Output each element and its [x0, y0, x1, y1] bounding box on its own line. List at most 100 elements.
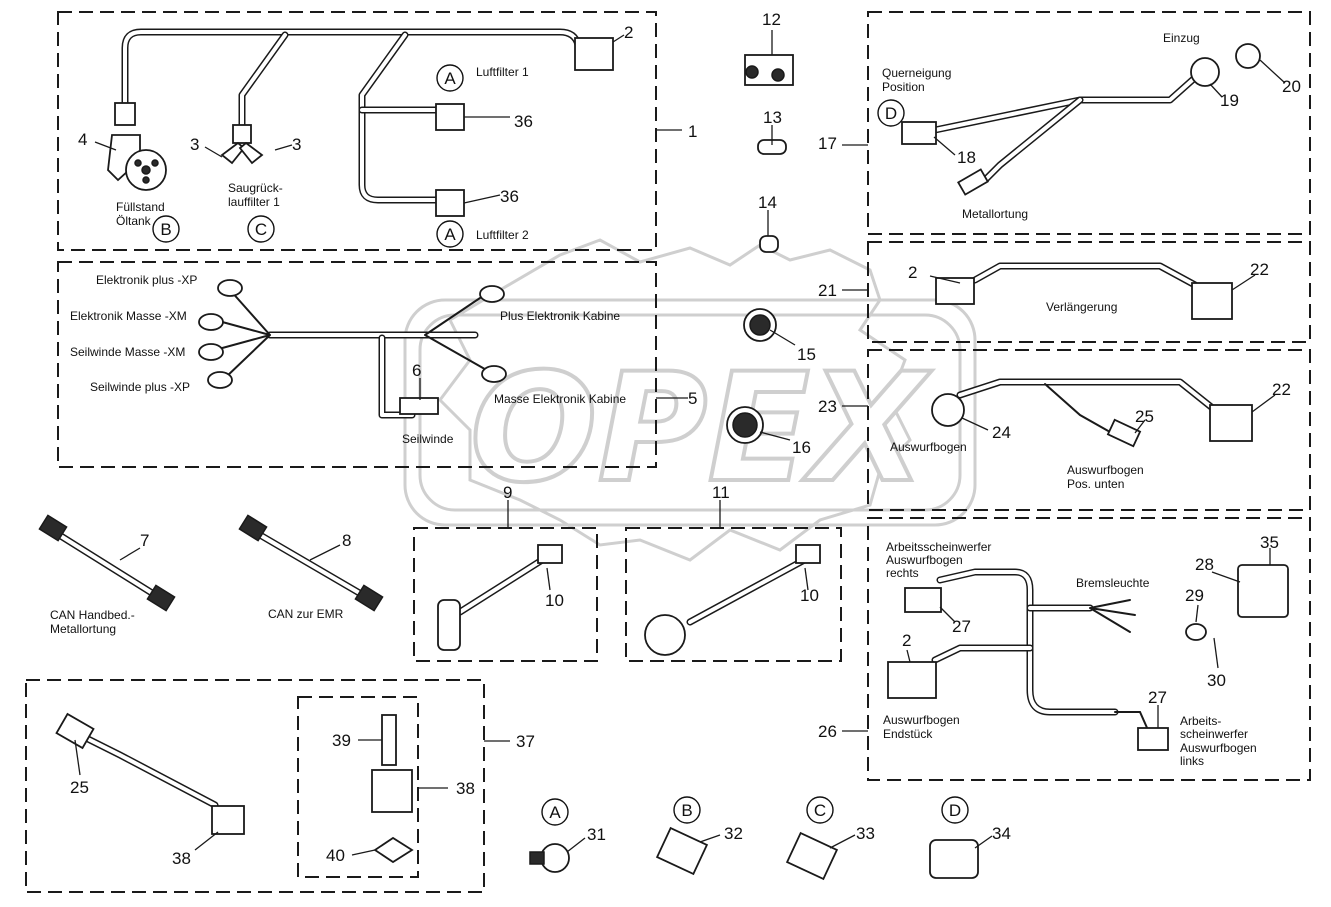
sleeve-3-icon — [232, 124, 252, 144]
callout-22: 22 — [1250, 260, 1269, 279]
valve-connector-38-icon — [211, 805, 245, 835]
callout-14: 14 — [758, 193, 777, 212]
callout-27: 27 — [1148, 688, 1167, 707]
label-seilwinde: Seilwinde — [402, 432, 454, 446]
label-luftfilter-1: Luftfilter 1 — [476, 65, 529, 79]
connector-2-icon — [574, 37, 614, 71]
label-masse-elektronik-kabine: Masse Elektronik Kabine — [494, 392, 626, 406]
harness-17 — [901, 43, 1261, 196]
label-arbeits: Arbeits- — [1180, 714, 1221, 728]
label-rechts: rechts — [886, 566, 919, 580]
callout-18: 18 — [957, 148, 976, 167]
group-box-9 — [413, 527, 598, 662]
connector-25-icon — [55, 712, 95, 750]
label-metallortung: Metallortung — [50, 622, 116, 636]
label-auswurfbogen-endstueck: Auswurfbogen — [883, 713, 960, 727]
text-labels: Luftfilter 1 Luftfilter 2 Füllstand Ölta… — [50, 31, 1257, 768]
callout-15: 15 — [797, 345, 816, 364]
label-einzug: Einzug — [1163, 31, 1200, 45]
label-luftfilter-2: Luftfilter 2 — [476, 228, 529, 242]
harness-5 — [198, 279, 507, 419]
callout-32: 32 — [724, 824, 743, 843]
callout-38: 38 — [172, 849, 191, 868]
callout-23: 23 — [818, 397, 837, 416]
callout-9: 9 — [503, 483, 512, 502]
callout-2: 2 — [908, 263, 917, 282]
ring-terminal-icon — [481, 365, 507, 383]
group-box-1 — [57, 11, 657, 251]
callout-31: 31 — [587, 825, 606, 844]
label-fuellstand: Füllstand — [116, 200, 165, 214]
group-box-5 — [57, 261, 657, 468]
label-position: Position — [882, 80, 925, 94]
cap-20-icon — [1235, 43, 1261, 69]
sensor-31-icon — [540, 843, 570, 873]
harness-21 — [935, 262, 1233, 320]
label-auswurfbogen-pos: Auswurfbogen — [1067, 463, 1144, 477]
lamp-35-icon — [1237, 564, 1289, 618]
label-scheinwerfer: scheinwerfer — [1180, 727, 1248, 741]
clip-14-icon — [759, 235, 779, 253]
callout-12: 12 — [762, 10, 781, 29]
leader-lines — [74, 30, 1286, 856]
label-endstueck: Endstück — [883, 727, 933, 741]
terminal-3-right-icon — [238, 141, 264, 165]
label-verlaengerung: Verlängerung — [1046, 300, 1117, 314]
group-box-11 — [625, 527, 842, 662]
callout-36: 36 — [514, 112, 533, 131]
group-box-26 — [867, 517, 1311, 781]
callout-7: 7 — [140, 531, 149, 550]
callout-10: 10 — [800, 586, 819, 605]
label-seilwinde-masse-xm: Seilwinde Masse -XM — [70, 345, 185, 359]
callout-22: 22 — [1272, 380, 1291, 399]
valve-connector-38-icon — [371, 769, 413, 813]
small-parts — [726, 54, 794, 444]
sensor-connector-icon — [957, 168, 989, 196]
ring-terminal-icon — [479, 285, 505, 303]
label-links: links — [1180, 754, 1204, 768]
group-box-23 — [867, 349, 1311, 511]
angle-connector-icon — [437, 599, 461, 651]
connector-36-bottom-icon — [435, 189, 465, 217]
label-seilwinde-plus-xp: Seilwinde plus -XP — [90, 380, 190, 394]
callout-24: 24 — [992, 423, 1011, 442]
valve-parts — [371, 714, 414, 864]
bulb-29-icon — [1185, 623, 1207, 641]
watermark: OPEX — [403, 238, 977, 562]
sensor-32-icon — [655, 826, 709, 876]
watermark-text: OPEX — [470, 342, 932, 516]
callout-36: 36 — [500, 187, 519, 206]
callout-27: 27 — [952, 617, 971, 636]
callout-5: 5 — [688, 389, 697, 408]
callout-25: 25 — [70, 778, 89, 797]
label-can-zur-emr: CAN zur EMR — [268, 607, 344, 621]
screw-39-icon — [381, 714, 397, 766]
connector-10-icon — [795, 544, 821, 564]
callout-6: 6 — [412, 361, 421, 380]
marker-A: A — [549, 803, 561, 822]
callout-37: 37 — [516, 732, 535, 751]
harness-26 — [887, 564, 1289, 751]
harness-23 — [931, 378, 1253, 448]
marker-D: D — [885, 104, 897, 123]
connector-10-icon — [537, 544, 563, 564]
callout-26: 26 — [818, 722, 837, 741]
connector-6-icon — [399, 397, 439, 415]
terminal-3-left-icon — [220, 141, 246, 165]
label-plus-elektronik-kabine: Plus Elektronik Kabine — [500, 309, 620, 323]
callout-25: 25 — [1135, 407, 1154, 426]
label-auswurfbogen-rechts-1: Auswurfbogen — [886, 553, 963, 567]
callout-2: 2 — [902, 631, 911, 650]
callout-3: 3 — [190, 135, 199, 154]
callout-13: 13 — [763, 108, 782, 127]
label-auswurfbogen: Auswurfbogen — [890, 440, 967, 454]
sensor-34-icon — [929, 839, 979, 879]
sensors — [529, 826, 979, 881]
callout-3: 3 — [292, 135, 301, 154]
marker-A: A — [444, 225, 456, 244]
gasket-40-icon — [373, 836, 414, 864]
round-connector-icon — [644, 614, 686, 656]
connector-2-icon — [887, 661, 937, 699]
callout-8: 8 — [342, 531, 351, 550]
